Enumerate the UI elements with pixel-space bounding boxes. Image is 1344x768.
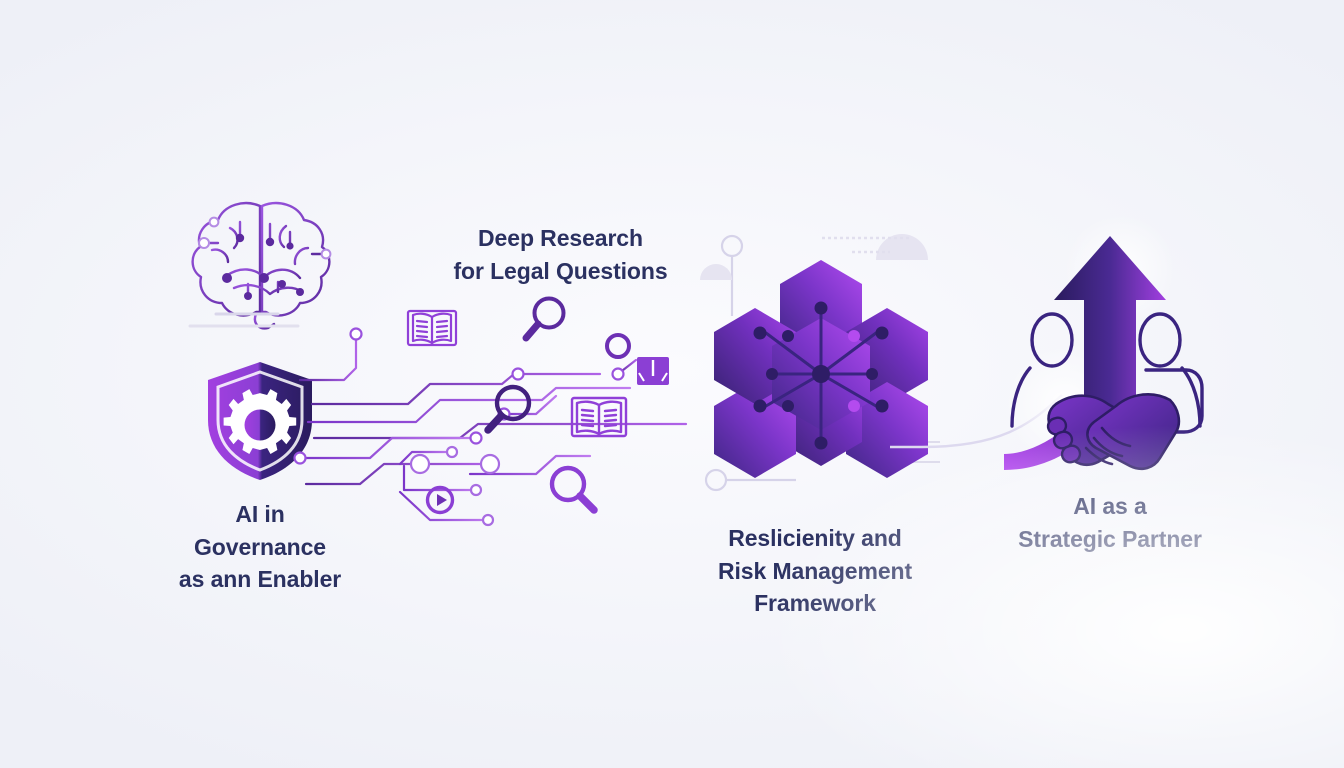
ring-node-icon <box>605 333 631 359</box>
shield-gear-icon <box>208 362 312 480</box>
caption-partnership: AI as a Strategic Partner <box>1018 493 1202 552</box>
book-icon <box>406 309 458 347</box>
magnifier-icon <box>549 465 598 514</box>
hexagon-network-icon <box>714 260 928 478</box>
play-button-icon <box>425 485 455 515</box>
growth-arrow-icon <box>1054 236 1166 422</box>
magnifier-icon <box>484 384 532 434</box>
magnifier-icon <box>522 296 566 342</box>
caption-resilience: Reslicienity and Risk Management Framewo… <box>717 525 913 617</box>
caption-deep-research: Deep Research for Legal Questions <box>453 225 668 284</box>
caption-governance: AI in Governance as ann Enabler <box>178 501 342 593</box>
handshake-icon <box>1004 236 1204 471</box>
brain-circuit-icon <box>191 201 332 330</box>
book-box-icon <box>637 357 669 385</box>
decorative-lines <box>188 312 300 328</box>
circuit-traces <box>293 304 688 527</box>
dome-icon <box>700 234 940 492</box>
book-icon <box>570 396 628 438</box>
